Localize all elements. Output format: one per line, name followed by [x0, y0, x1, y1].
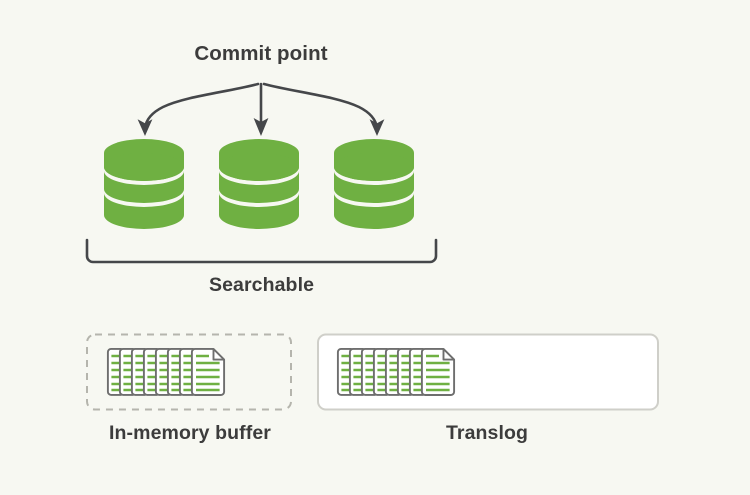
commit-arrows-group: [137, 82, 385, 136]
segment-2: [219, 139, 299, 229]
segment-3: [334, 139, 414, 229]
in-memory-buffer-documents-icon: [106, 347, 226, 397]
commit-arrow-right-icon: [262, 82, 385, 136]
searchable-bracket-icon: [85, 238, 438, 264]
in-memory-buffer-label: In-memory buffer: [109, 422, 271, 444]
in-memory-buffer-box: [86, 333, 292, 411]
commit-arrow-middle-icon: [253, 82, 269, 136]
segment-1: [104, 139, 184, 229]
searchable-label: Searchable: [208, 274, 315, 296]
commit-point-label: Commit point: [194, 42, 328, 65]
commit-arrow-left-icon: [137, 82, 260, 136]
translog-documents-icon: [336, 347, 456, 397]
translog-label: Translog: [445, 422, 529, 444]
